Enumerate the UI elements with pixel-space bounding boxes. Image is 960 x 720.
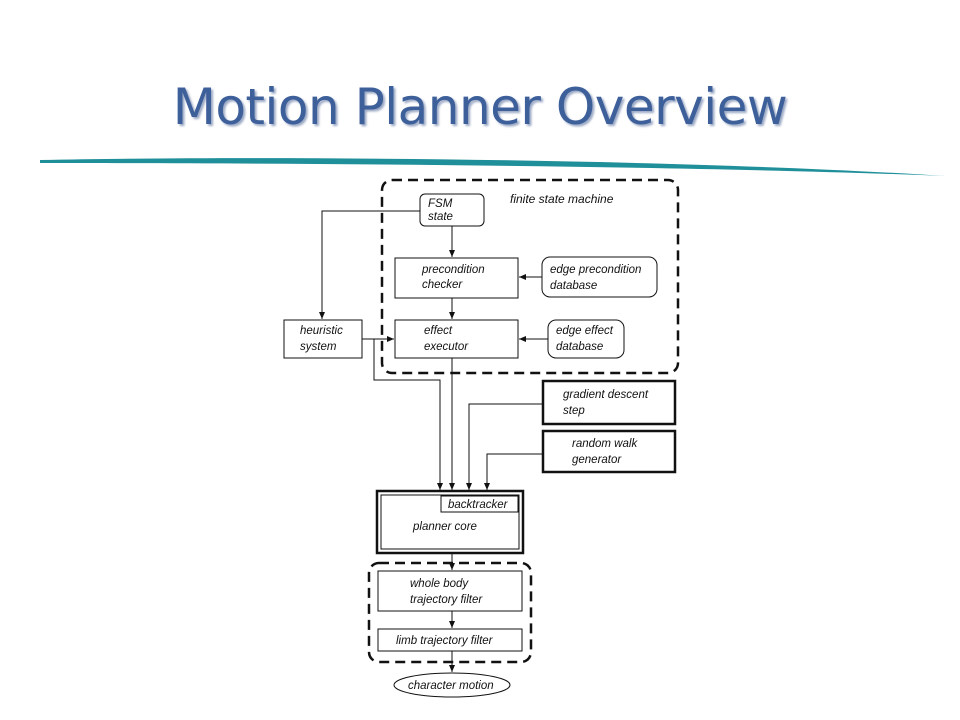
- heuristic-system-label-2: system: [300, 341, 337, 353]
- title-underline-swoosh: [40, 158, 945, 176]
- precondition-checker-label-2: checker: [422, 279, 463, 291]
- whole-body-trajectory-filter-label-1: whole body: [410, 578, 469, 590]
- fsm-group-label: finite state machine: [510, 192, 614, 206]
- whole-body-trajectory-filter-box: [377, 570, 523, 612]
- random-walk-generator-box: [541, 429, 677, 474]
- gradient-descent-step-label-1: gradient descent: [563, 389, 649, 401]
- character-motion-ellipse: [393, 672, 511, 698]
- limb-trajectory-filter-box: [377, 628, 523, 652]
- arrow-random-walk-to-planner: [484, 453, 543, 490]
- effect-executor-label-2: executor: [424, 341, 469, 353]
- edge-precondition-database-label-2: database: [550, 280, 597, 292]
- slide-title: Motion Planner Overview: [172, 78, 788, 136]
- whole-body-trajectory-filter-label-2: trajectory filter: [410, 594, 483, 606]
- edge-effect-database-label-2: database: [556, 341, 603, 353]
- limb-trajectory-filter-label: limb trajectory filter: [396, 635, 494, 647]
- precondition-checker-label-1: precondition: [421, 264, 485, 276]
- fsm-state-label-2: state: [428, 211, 453, 223]
- gradient-descent-step-label-2: step: [563, 405, 585, 417]
- heuristic-system-label-1: heuristic: [300, 325, 343, 337]
- planner-core-inner-box: [380, 494, 520, 550]
- edge-precondition-database-label-1: edge precondition: [550, 264, 641, 276]
- planner-core-label: planner core: [412, 521, 477, 533]
- fsm-group-border: [380, 178, 680, 375]
- arrow-fsm-to-heuristic: [319, 210, 420, 319]
- effect-executor-box: [394, 319, 519, 359]
- backtracker-label: backtracker: [448, 499, 509, 511]
- edge-effect-database-label-1: edge effect: [556, 325, 614, 337]
- effect-executor-label-1: effect: [424, 325, 453, 337]
- arrow-gradient-to-planner: [466, 403, 543, 490]
- arrow-heuristic-to-planner: [362, 338, 443, 490]
- backtracker-box: [440, 495, 519, 513]
- character-motion-label: character motion: [408, 680, 494, 692]
- precondition-checker-box: [394, 257, 519, 299]
- random-walk-generator-label-1: random walk: [572, 438, 638, 450]
- gradient-descent-step-box: [541, 379, 677, 426]
- fsm-state-label-1: FSM: [428, 198, 453, 210]
- random-walk-generator-label-2: generator: [572, 454, 622, 466]
- heuristic-system-box: [283, 319, 363, 359]
